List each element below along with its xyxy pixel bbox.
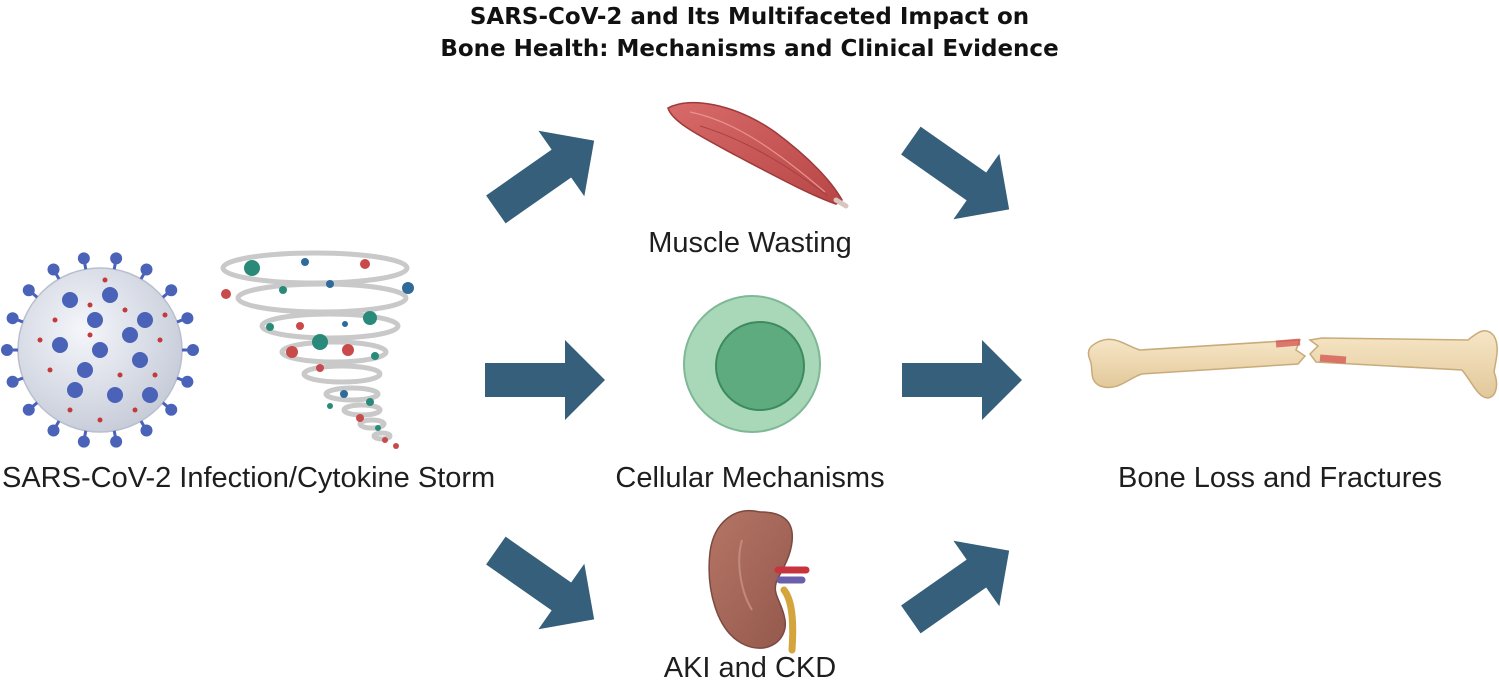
cytokine-dot: [301, 258, 309, 266]
virus-spike: [1, 344, 13, 356]
cytokine-dot: [316, 364, 324, 372]
muscle-wasting-label: Muscle Wasting: [648, 227, 852, 259]
virus-spike: [140, 263, 153, 276]
virus-spike: [122, 327, 138, 343]
cytokine-dot: [326, 280, 334, 288]
virus-particle: [152, 372, 158, 378]
virus-particle: [122, 307, 128, 313]
cytokine-dot: [382, 437, 388, 443]
kidney-label: AKI and CKD: [663, 652, 837, 684]
virus-spike: [47, 263, 60, 276]
virus-spike: [47, 424, 60, 437]
virus-particle: [52, 317, 58, 323]
fractured-bone-icon: [1087, 330, 1498, 399]
cytokine-dot: [342, 321, 348, 327]
arrow-source-to-kidney: [486, 536, 595, 630]
cytokine-dot: [279, 286, 287, 294]
virus-spike: [77, 362, 93, 378]
virus-particle: [87, 332, 93, 338]
virus-spike: [181, 312, 194, 325]
cytokine-dot: [393, 443, 399, 449]
cytokine-dot: [221, 289, 231, 299]
virus-spike: [87, 312, 103, 328]
cellular-mechanisms-label: Cellular Mechanisms: [615, 462, 885, 494]
arrow-muscle-to-outcome: [901, 126, 1010, 220]
virus-spike: [102, 287, 118, 303]
virus-particle: [87, 302, 93, 308]
cytokine-dot: [340, 390, 348, 398]
virus-spike: [142, 387, 158, 403]
virus-particle: [117, 372, 123, 378]
cytokine-dot: [356, 414, 364, 422]
arrow-kidney-to-outcome: [901, 540, 1010, 634]
virus-particle: [97, 417, 103, 423]
cell-icon: [683, 295, 821, 433]
virus-spike: [22, 284, 35, 297]
cytokine-dot: [375, 425, 381, 431]
virus-spike: [6, 375, 19, 388]
diagram-title-line-1: SARS-CoV-2 and Its Multifaceted Impact o…: [469, 4, 1030, 30]
virus-spike: [67, 382, 83, 398]
virus-spike: [137, 312, 153, 328]
virus-particle: [157, 337, 163, 343]
virus-particle: [162, 312, 168, 318]
diagram-title-line-2: Bone Health: Mechanisms and Clinical Evi…: [440, 36, 1059, 62]
cytokine-dot: [363, 311, 377, 325]
virus-spike: [110, 435, 123, 448]
virus-spike: [77, 252, 90, 265]
cytokine-dot: [342, 344, 354, 356]
virus-spike: [52, 337, 68, 353]
virus-spike: [165, 284, 178, 297]
cytokine-dot: [327, 403, 333, 409]
virus-spike: [77, 435, 90, 448]
virus-spike: [110, 252, 123, 265]
cytokine-dot: [296, 322, 304, 330]
virus-spike: [6, 312, 19, 325]
virus-particle: [132, 407, 138, 413]
virus-particle: [47, 367, 53, 373]
virus-spike: [92, 342, 108, 358]
kidney-icon: [708, 510, 810, 654]
cytokine-dot: [312, 334, 328, 350]
cytokine-dot: [402, 282, 414, 294]
arrow-source-to-cellular: [485, 340, 605, 420]
virus-spike: [132, 352, 148, 368]
virus-spike: [107, 387, 123, 403]
arrow-source-to-muscle: [486, 130, 595, 224]
virus-particle: [102, 277, 108, 283]
cytokine-dot: [366, 398, 374, 406]
virus-particle: [67, 407, 73, 413]
virus-spike: [22, 403, 35, 416]
virus-spike: [187, 344, 199, 356]
virus-icon: [1, 252, 199, 448]
cytokine-dot: [286, 346, 298, 358]
cytokine-dot: [360, 259, 370, 269]
cytokine-dot: [371, 352, 379, 360]
virus-spike: [62, 292, 78, 308]
cytokine-dot: [244, 260, 260, 276]
virus-spike: [181, 375, 194, 388]
cytokine-dot: [266, 323, 274, 331]
muscle-icon: [667, 101, 849, 209]
arrow-cellular-to-outcome: [902, 340, 1022, 420]
virus-particle: [37, 337, 43, 343]
outcome-label: Bone Loss and Fractures: [1117, 462, 1442, 494]
virus-spike: [165, 403, 178, 416]
cytokine-storm-icon: [220, 250, 414, 449]
source-label: SARS-CoV-2 Infection/Cytokine Storm: [2, 462, 496, 494]
virus-spike: [140, 424, 153, 437]
